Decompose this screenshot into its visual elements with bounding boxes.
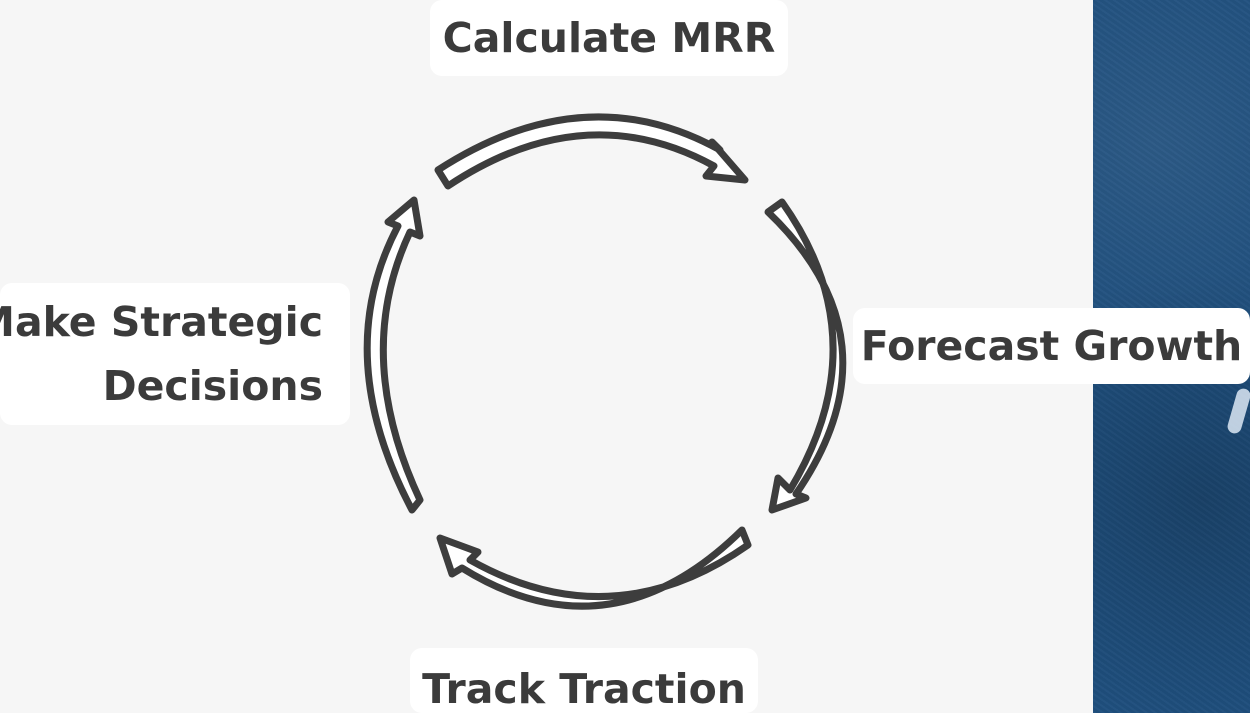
step-make-strategic-decisions: Make Strategic Decisions xyxy=(0,283,350,425)
step-calculate-mrr: Calculate MRR xyxy=(430,0,788,76)
bottom-arrow xyxy=(436,526,752,610)
left-arrow xyxy=(363,196,424,514)
step-left-line-1: Make Strategic xyxy=(0,298,323,346)
step-track-traction: Track Traction xyxy=(410,648,758,713)
step-left-line-2: Decisions xyxy=(102,362,323,410)
step-forecast-growth: Forecast Growth xyxy=(853,308,1250,384)
right-arrow xyxy=(764,198,847,514)
top-arrow xyxy=(434,113,749,190)
